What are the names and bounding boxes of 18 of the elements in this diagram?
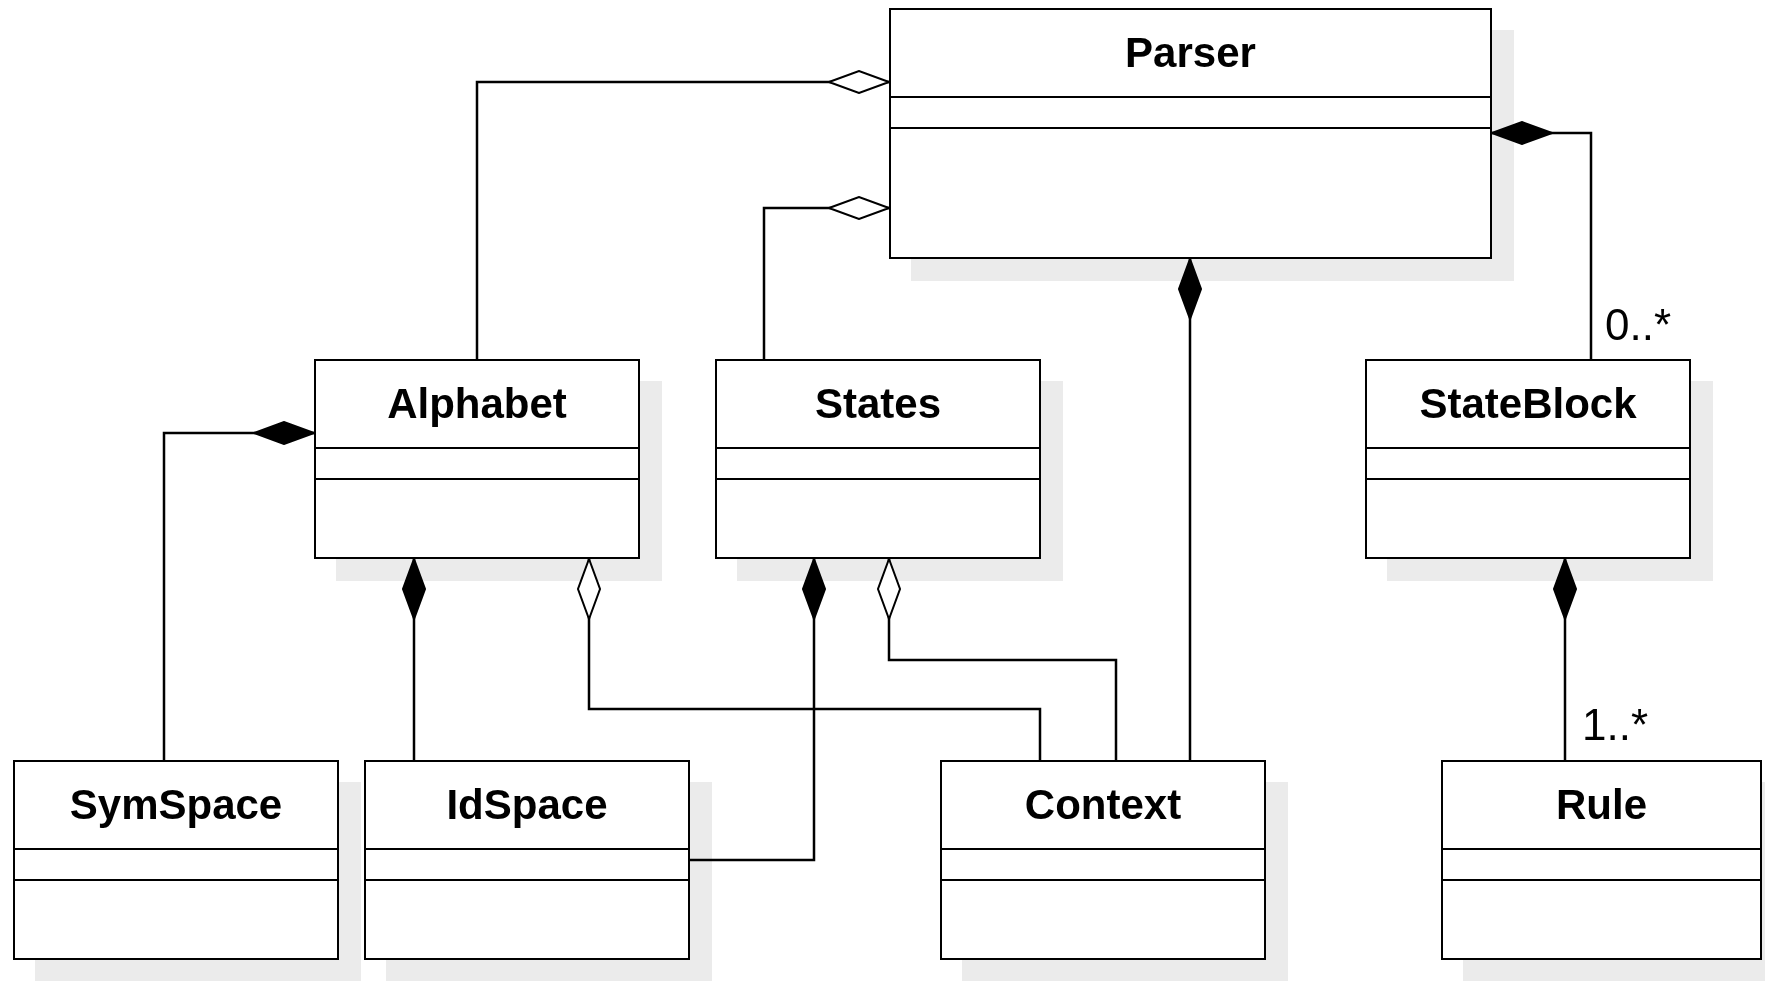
aggregation-connector bbox=[762, 196, 890, 359]
class-name: States bbox=[814, 379, 942, 428]
class-name: Alphabet bbox=[387, 379, 567, 428]
class-name: Context bbox=[1024, 780, 1182, 829]
class-name: IdSpace bbox=[446, 780, 608, 829]
aggregation-connector bbox=[877, 558, 1118, 760]
aggregation-connector bbox=[475, 70, 890, 359]
composition-connector bbox=[1491, 121, 1593, 359]
class-name: StateBlock bbox=[1419, 379, 1637, 428]
composition-connector bbox=[1553, 558, 1577, 760]
class-name: SymSpace bbox=[69, 780, 283, 829]
composition-connector bbox=[690, 558, 826, 862]
composition-connector bbox=[1178, 258, 1202, 760]
composition-connector bbox=[162, 421, 315, 760]
class-name: Rule bbox=[1556, 780, 1647, 829]
composition-connector bbox=[402, 558, 426, 760]
aggregation-connector bbox=[577, 558, 1042, 760]
class-name: Parser bbox=[1125, 28, 1256, 77]
